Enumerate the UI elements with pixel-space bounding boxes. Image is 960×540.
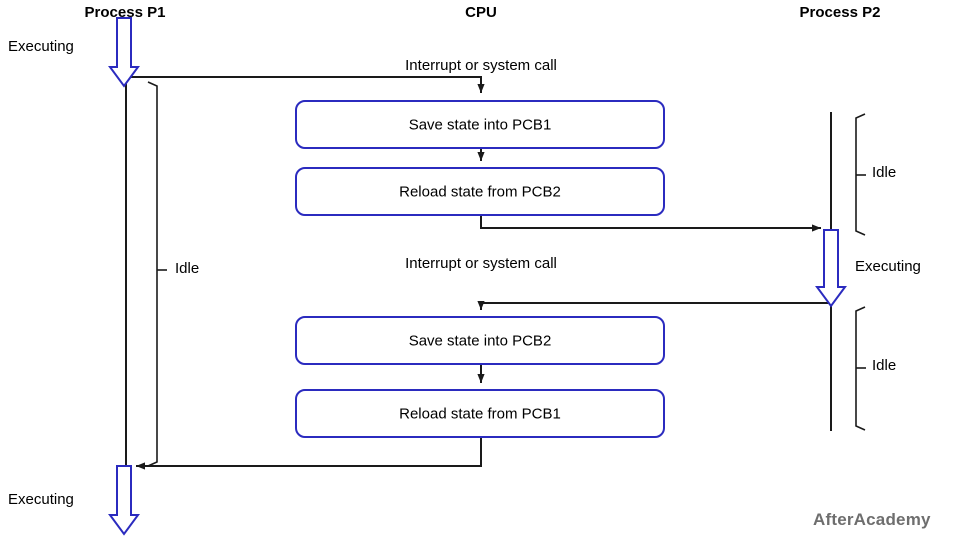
box-reload-pcb1[interactable] bbox=[295, 389, 665, 438]
column-title-cpu: CPU bbox=[465, 4, 497, 21]
state-label-p1-executing-top: Executing bbox=[8, 38, 74, 55]
cpu-boxes bbox=[295, 100, 665, 438]
edge-label-interrupt-2: Interrupt or system call bbox=[405, 255, 557, 272]
box-save-pcb1[interactable] bbox=[295, 100, 665, 149]
p1-executing-arrow-bottom bbox=[108, 465, 140, 536]
conn-p2-to-cpu-2 bbox=[477, 301, 831, 310]
box-label-reload-pcb2: Reload state from PCB2 bbox=[399, 183, 561, 201]
p1-idle-bracket bbox=[147, 81, 158, 467]
box-save-pcb2[interactable] bbox=[295, 316, 665, 365]
conn-cpu-to-p2 bbox=[480, 216, 821, 232]
state-label-p2-idle-top: Idle bbox=[872, 164, 897, 181]
p1-executing-arrow-top bbox=[108, 17, 140, 88]
state-label-p2-idle-bottom: Idle bbox=[872, 357, 897, 374]
state-label-p1-executing-bottom: Executing bbox=[8, 491, 74, 508]
box-reload-pcb2[interactable] bbox=[295, 167, 665, 216]
p2-executing-arrow bbox=[815, 229, 847, 308]
idle-brackets bbox=[147, 81, 866, 467]
edge-label-interrupt-1: Interrupt or system call bbox=[405, 57, 557, 74]
conn-p1-to-cpu-1 bbox=[127, 76, 485, 93]
executing-arrows bbox=[108, 17, 847, 536]
connectors bbox=[127, 76, 831, 470]
column-title-process-p1: Process P1 bbox=[84, 4, 166, 21]
column-title-process-p2: Process P2 bbox=[799, 4, 881, 21]
box-label-save-pcb1: Save state into PCB1 bbox=[408, 116, 552, 134]
lifelines bbox=[125, 80, 832, 467]
watermark-afteracademy: AfterAcademy bbox=[813, 510, 931, 529]
conn-cpu-to-p1-return bbox=[136, 437, 482, 470]
box-label-save-pcb2: Save state into PCB2 bbox=[408, 332, 552, 350]
state-label-p1-idle: Idle bbox=[175, 260, 200, 277]
state-label-p2-executing: Executing bbox=[855, 258, 921, 275]
box-label-reload-pcb1: Reload state from PCB1 bbox=[399, 405, 561, 423]
